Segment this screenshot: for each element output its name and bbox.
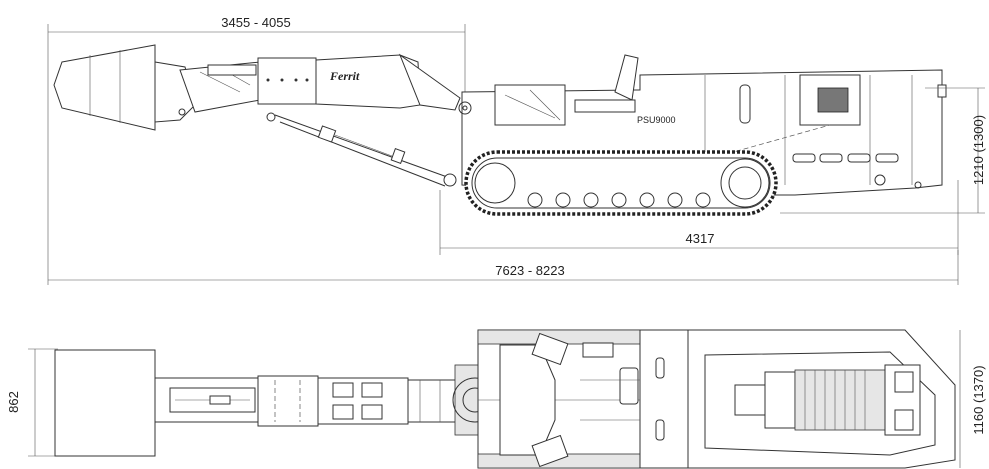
dimension-height: 1210 (1300) xyxy=(780,87,986,214)
boom-reach-label: 3455 - 4055 xyxy=(221,15,290,30)
dimension-overall-length: 7623 - 8223 xyxy=(48,250,959,285)
overall-width-label: 1160 (1370) xyxy=(971,365,986,434)
boom: Ferrit xyxy=(179,53,461,122)
chassis-top xyxy=(477,329,950,469)
boom-top xyxy=(154,375,459,427)
pivot-pin xyxy=(443,173,457,187)
dimension-crawler-length: 4317 xyxy=(439,180,959,255)
boom-width-label: 862 xyxy=(6,391,21,413)
crawler-track xyxy=(443,150,778,216)
electric-motor xyxy=(794,369,886,431)
model-label: PSU9000 xyxy=(637,115,676,125)
dimension-boom-reach: 3455 - 4055 xyxy=(47,15,466,285)
cutting-head-top xyxy=(54,349,156,457)
rear-housing xyxy=(687,329,956,469)
tow-hook-rear xyxy=(874,174,886,186)
cutting-head xyxy=(53,44,196,131)
side-view: 3455 - 4055 Ferrit xyxy=(47,15,986,285)
dimension-boom-width: 862 xyxy=(6,348,58,457)
brand-label: Ferrit xyxy=(329,69,360,83)
top-view: 862 xyxy=(6,329,986,469)
overall-length-label: 7623 - 8223 xyxy=(495,263,564,278)
front-idler xyxy=(474,162,516,204)
crawler-length-label: 4317 xyxy=(686,231,715,246)
ventilation-grille xyxy=(817,87,849,113)
operator-seat xyxy=(614,54,639,101)
height-label: 1210 (1300) xyxy=(971,115,986,185)
dimension-overall-width: 1160 (1370) xyxy=(959,330,986,468)
lift-cylinder xyxy=(274,114,451,187)
drive-sprocket xyxy=(720,158,770,208)
